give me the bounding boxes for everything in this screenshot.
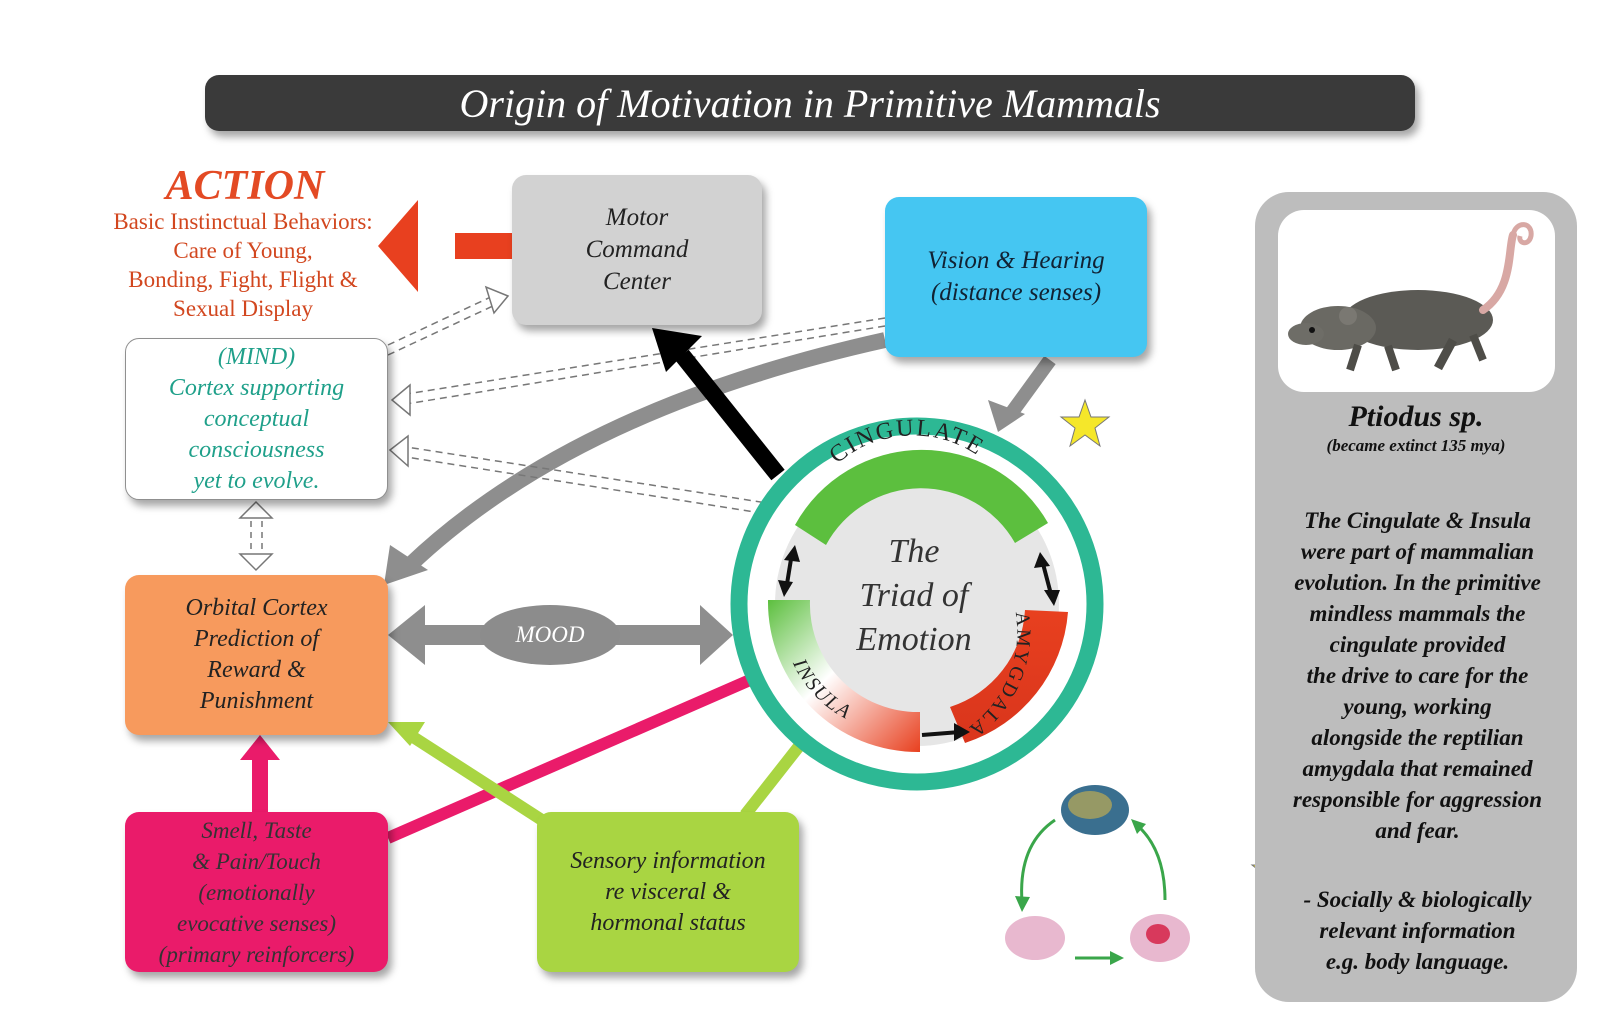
- note-line: e.g. body language.: [1325, 949, 1510, 974]
- cingulate-band: [795, 449, 1048, 545]
- box-line: re visceral &: [605, 878, 731, 905]
- action-description: Basic Instinctual Behaviors: Care of You…: [88, 207, 398, 323]
- sensory-to-orbital-arrow: [406, 729, 549, 828]
- vision-to-orbital-arrowhead: [384, 545, 428, 585]
- smell-taste-box: Smell, Taste & Pain/Touch (emotionally e…: [125, 812, 388, 972]
- sensory-to-insula-arrow: [740, 741, 805, 819]
- box-line: Cortex supporting: [168, 374, 345, 401]
- insula-amygdala-connector: [921, 730, 961, 737]
- triad-to-motor-arrow: [675, 349, 785, 481]
- box-line: evocative senses): [176, 910, 336, 936]
- vision-to-orbital-arrow: [404, 332, 887, 571]
- smell-to-insula-arrow: [385, 674, 753, 844]
- box-line: Orbital Cortex: [185, 595, 328, 621]
- box-line: Motor: [605, 204, 669, 231]
- amygdala-band: [950, 610, 1068, 743]
- description-line: evolution. In the primitive: [1294, 570, 1541, 595]
- box-line: Prediction of: [193, 626, 320, 652]
- box-line: Smell, Taste: [201, 817, 312, 843]
- action-line: Basic Instinctual Behaviors:: [113, 209, 373, 234]
- description-line: the drive to care for the: [1306, 663, 1529, 688]
- action-line: Sexual Display: [173, 296, 313, 321]
- triad-inner-disc: [775, 462, 1059, 746]
- description-line: young, working: [1343, 694, 1492, 719]
- description-line: were part of mammalian: [1300, 539, 1535, 564]
- mind-to-triad-dashed: [399, 445, 781, 506]
- vision-hearing-box: Vision & Hearing (distance senses): [885, 197, 1147, 357]
- box-line: Reward &: [207, 657, 306, 683]
- motor-to-action-arrowhead: [378, 200, 418, 292]
- motor-to-action-arrow: [455, 233, 515, 259]
- description-line: and fear.: [1375, 818, 1460, 843]
- mood-label: MOOD: [480, 605, 620, 665]
- box-line: Vision & Hearing: [927, 247, 1105, 274]
- vision-to-triad-arrowhead: [988, 400, 1025, 432]
- triad-to-motor-arrowhead: [652, 328, 702, 372]
- description-line: responsible for aggression: [1292, 787, 1543, 812]
- animal-image-card: [1278, 210, 1555, 392]
- mind-box: (MIND) Cortex supporting conceptual cons…: [125, 338, 388, 500]
- ptiodus-illustration: [1288, 222, 1534, 372]
- action-heading: ACTION: [165, 163, 325, 209]
- triad-line: Triad of: [859, 577, 969, 614]
- note-line: relevant information: [1319, 918, 1516, 943]
- extinction-note: (became extinct 135 mya): [1326, 436, 1506, 455]
- description-line: cingulate provided: [1329, 632, 1506, 657]
- mind-to-motor-dashed: [387, 294, 496, 346]
- insula-band: [767, 600, 920, 753]
- box-line: yet to evolve.: [193, 467, 320, 494]
- species-name: Ptiodus sp.: [1348, 400, 1484, 433]
- action-line: Care of Young,: [173, 238, 313, 263]
- description-line: alongside the reptilian: [1311, 725, 1524, 750]
- action-line: Bonding, Fight, Flight &: [128, 267, 358, 292]
- box-line: Punishment: [199, 688, 314, 714]
- panel-star-note: - Socially & biologically relevant infor…: [1265, 884, 1570, 977]
- description-line: amygdala that remained: [1302, 756, 1533, 781]
- box-line: & Pain/Touch: [192, 848, 321, 874]
- panel-description: The Cingulate & Insula were part of mamm…: [1265, 505, 1570, 846]
- smell-to-orbital-arrow: [252, 755, 268, 815]
- description-line: mindless mammals the: [1309, 601, 1526, 626]
- sensory-information-box: Sensory information re visceral & hormon…: [537, 812, 799, 972]
- box-line: (emotionally: [198, 879, 315, 905]
- box-line: (primary reinforcers): [158, 941, 355, 967]
- note-line: - Socially & biologically: [1303, 887, 1532, 912]
- triad-of-emotion-label: The Triad of Emotion: [834, 530, 994, 662]
- orbital-cortex-box: Orbital Cortex Prediction of Reward & Pu…: [125, 575, 388, 735]
- page-title: Origin of Motivation in Primitive Mammal…: [205, 75, 1415, 131]
- box-line: (MIND): [217, 343, 296, 370]
- triad-line: Emotion: [856, 621, 972, 658]
- box-line: Command: [585, 236, 689, 263]
- box-line: Sensory information: [570, 847, 766, 874]
- box-line: consciousness: [188, 436, 325, 463]
- box-line: conceptual: [203, 405, 310, 432]
- box-line: hormonal status: [590, 909, 746, 936]
- box-line: (distance senses): [930, 279, 1102, 306]
- brain-cycle-icon: [1005, 785, 1190, 965]
- triad-line: The: [888, 533, 940, 570]
- vision-to-mind-dashed: [399, 317, 886, 396]
- vision-to-triad-arrow: [1004, 355, 1056, 420]
- motor-command-center-box: Motor Command Center: [512, 175, 762, 325]
- description-line: The Cingulate & Insula: [1304, 508, 1531, 533]
- star-icon: [1059, 398, 1111, 448]
- box-line: Center: [602, 268, 672, 295]
